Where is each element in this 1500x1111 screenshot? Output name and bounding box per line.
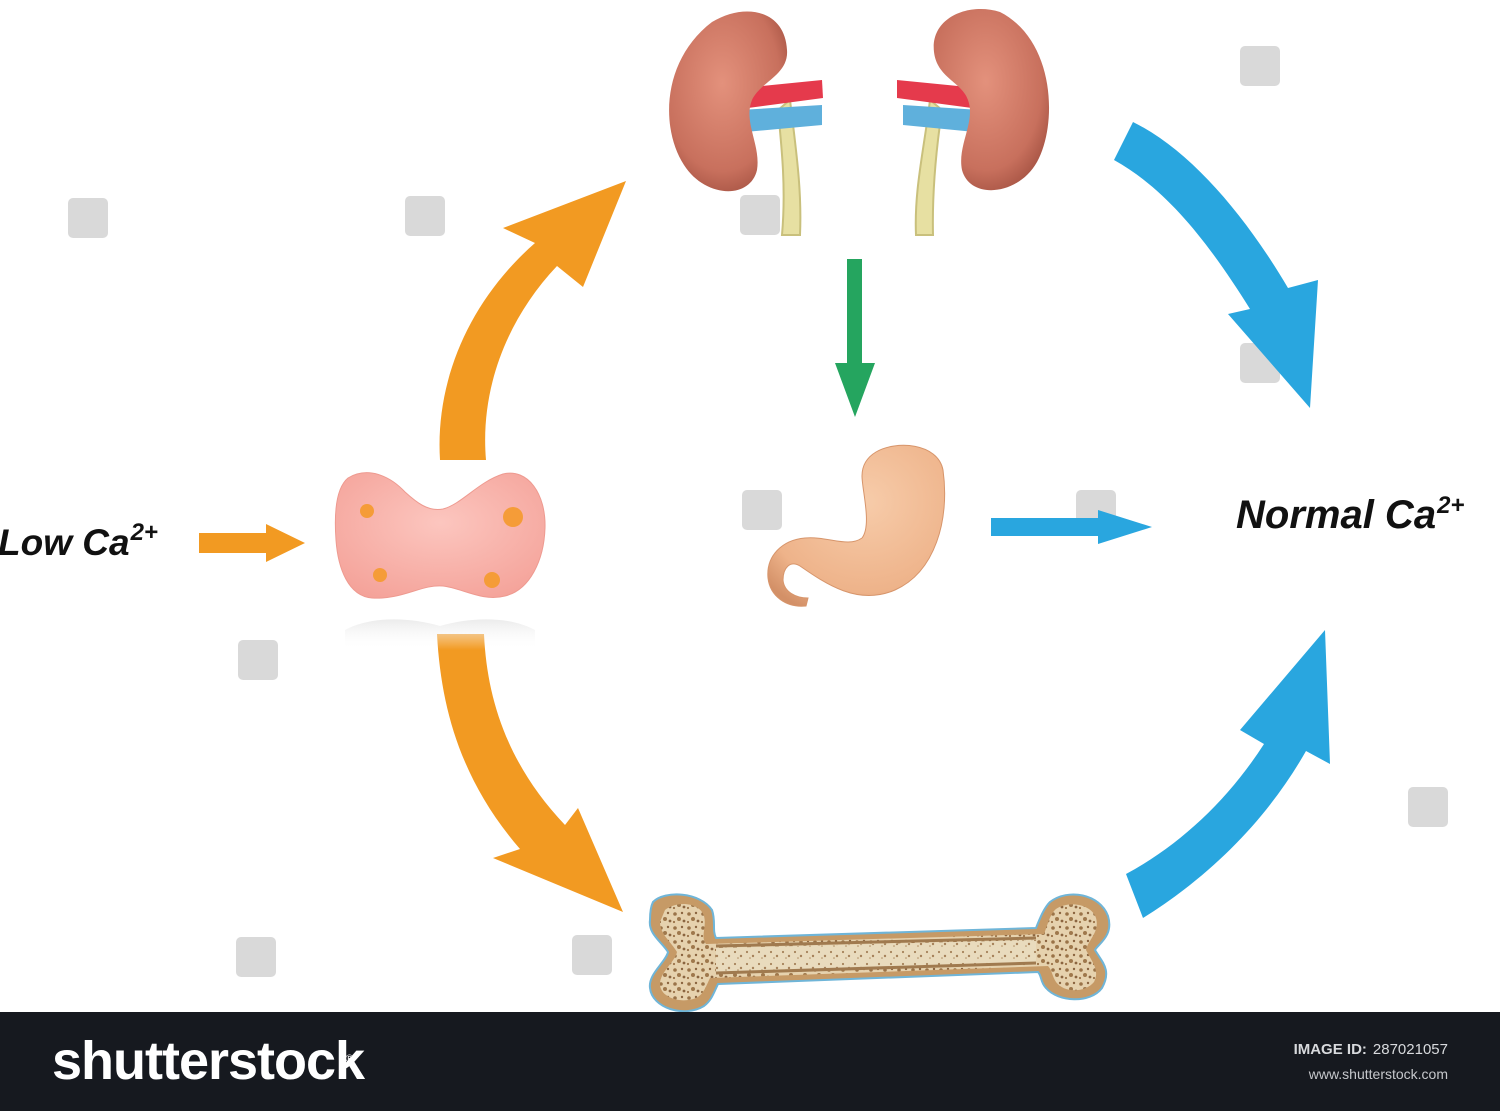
site-url: www.shutterstock.com [1308, 1066, 1448, 1082]
low-calcium-text: Low Ca [0, 522, 130, 563]
calcium-regulation-diagram [68, 9, 1448, 1013]
normal-calcium-text: Normal Ca [1236, 493, 1437, 537]
orange-arrow-to-kidneys [439, 181, 626, 460]
stock-footer-bar: shutterstock ® IMAGE ID: 287021057 www.sh… [0, 1012, 1500, 1111]
blue-arrow-bone-to-normal [1126, 630, 1330, 918]
parathyroid-gland-icon [334, 472, 546, 650]
kidney-icon [897, 9, 1050, 236]
registered-mark: ® [344, 1052, 355, 1065]
low-calcium-label: Low Ca2+ [0, 519, 158, 564]
image-id-value: 287021057 [1372, 1041, 1448, 1058]
normal-calcium-charge: 2+ [1437, 492, 1465, 519]
bone-icon [648, 893, 1111, 1013]
image-id-line: IMAGE ID: 287021057 [1294, 1041, 1448, 1058]
normal-calcium-label: Normal Ca2+ [1236, 492, 1465, 538]
orange-arrow-input [199, 524, 305, 562]
blue-arrow-stomach-to-normal [991, 510, 1152, 544]
brand-logo: shutterstock [52, 1031, 365, 1091]
low-calcium-charge: 2+ [130, 519, 158, 546]
green-arrow-kidney-to-stomach [835, 259, 875, 417]
image-id-label: IMAGE ID: [1293, 1041, 1367, 1058]
stomach-icon [767, 444, 946, 607]
blue-arrow-kidneys-to-normal [1114, 122, 1318, 408]
orange-arrow-to-bone [437, 634, 623, 912]
kidney-icon [669, 11, 823, 236]
